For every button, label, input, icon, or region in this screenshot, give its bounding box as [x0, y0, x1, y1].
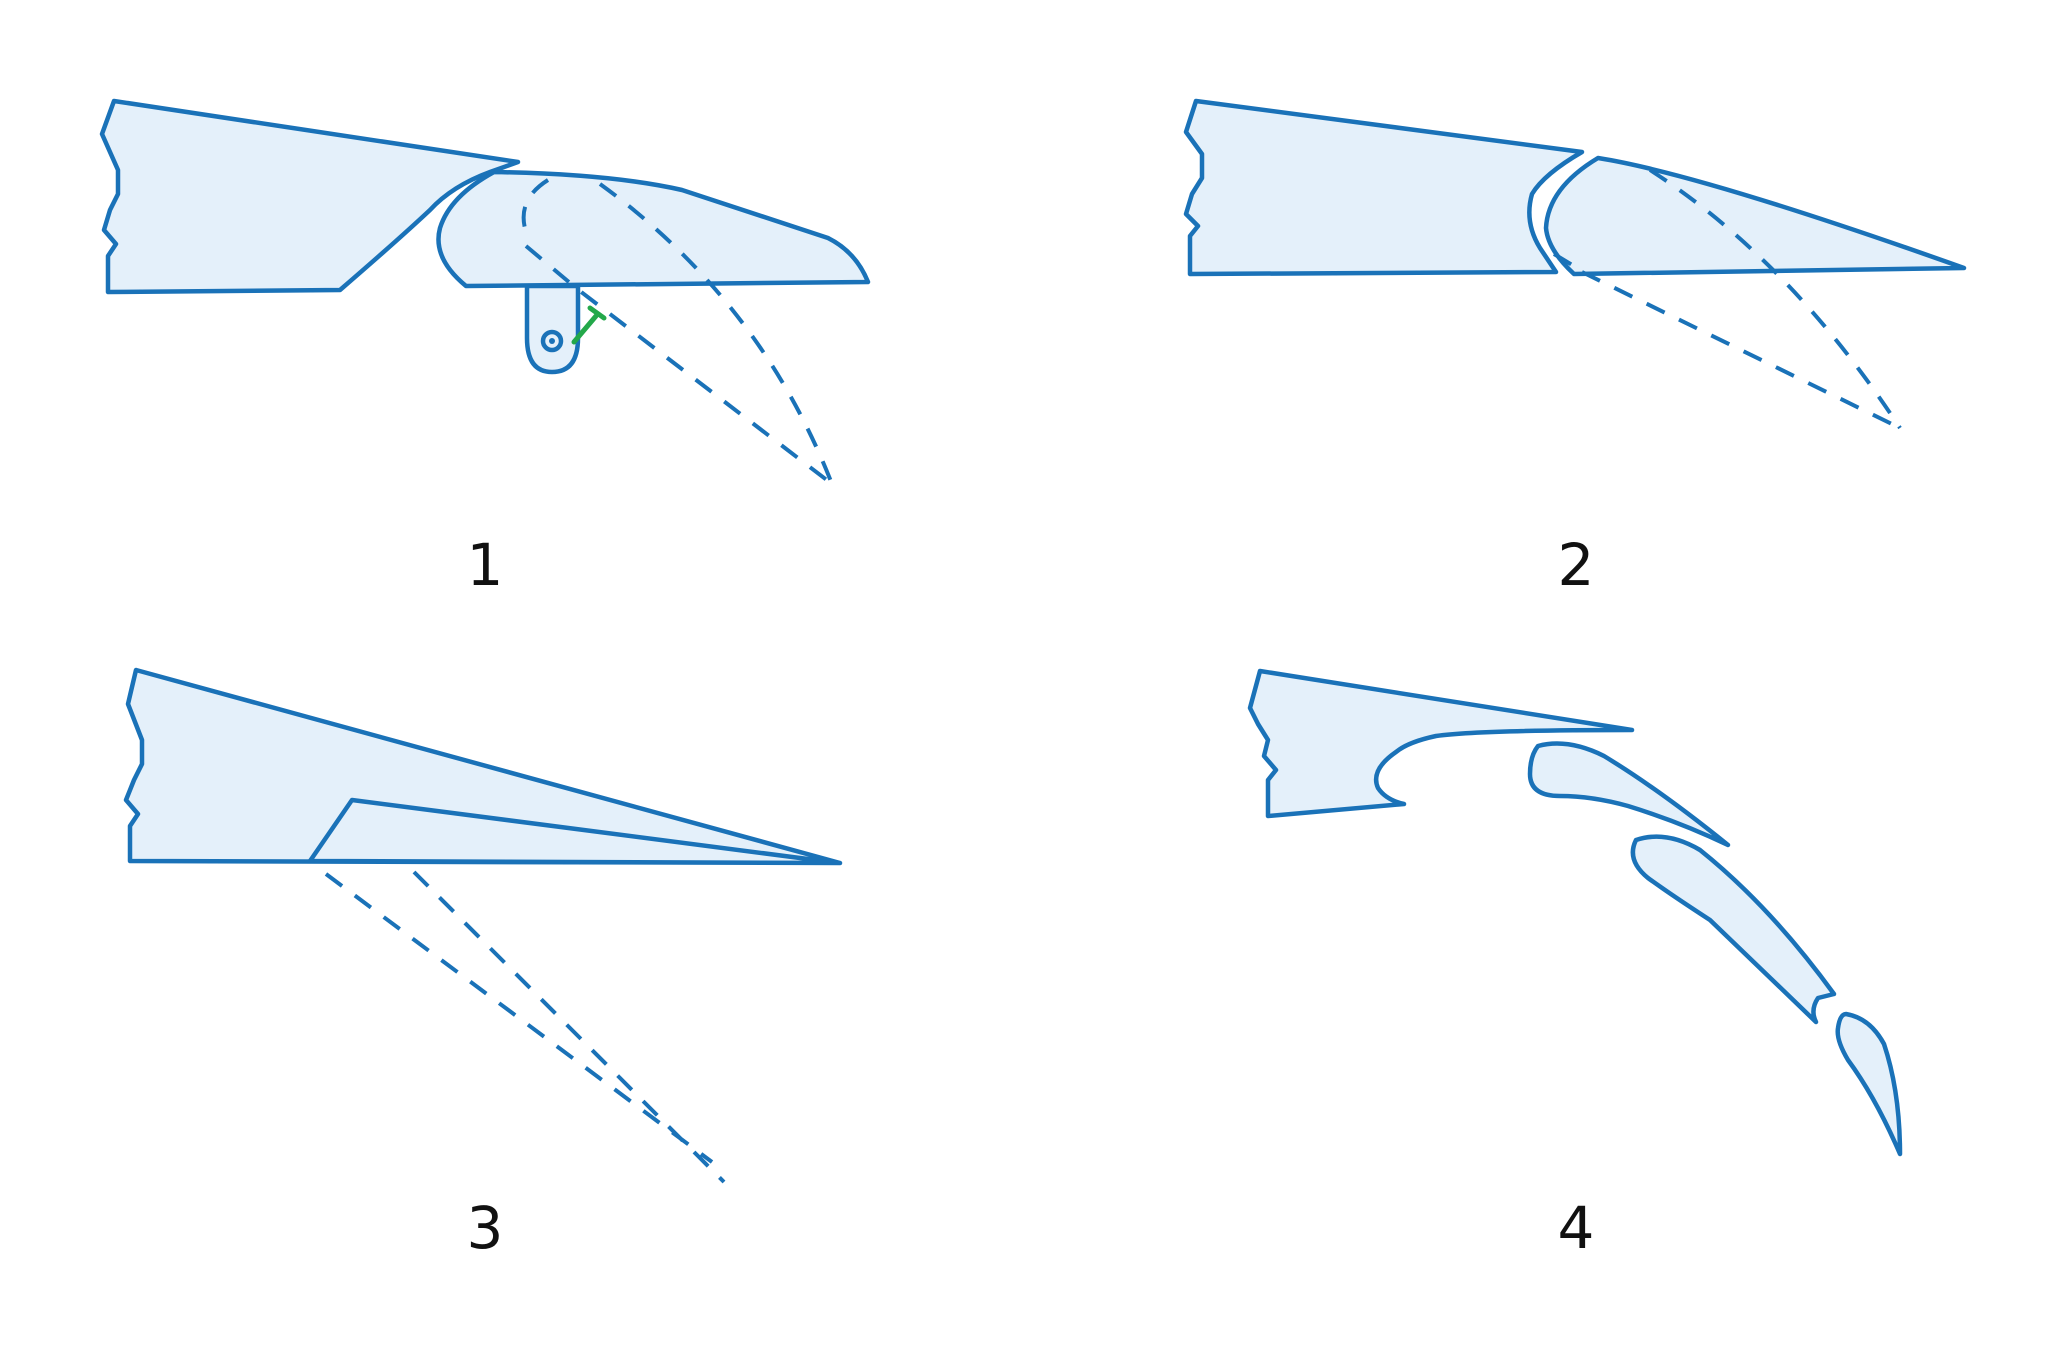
panel-2-flap — [1543, 155, 1967, 277]
panel-4-flap-segment-2 — [1630, 834, 1837, 1025]
panel-3 — [123, 667, 843, 1184]
panel-1-deflected-flap-outline — [521, 178, 834, 486]
panel-1-hinge-bracket — [524, 283, 581, 375]
panel-2 — [1183, 98, 1967, 430]
panel-4-number: 4 — [1558, 1194, 1595, 1262]
panel-2-deflected-flap-outline — [1552, 168, 1902, 430]
panel-4 — [1247, 668, 1903, 1157]
panel-2-wing-body — [1183, 98, 1585, 277]
panel-1-hinge-pin — [540, 329, 564, 353]
panel-1 — [99, 98, 871, 486]
panel-1-flap — [436, 169, 871, 289]
panel-4-flap-segment-3 — [1835, 1011, 1903, 1157]
panel-3-number: 3 — [467, 1194, 504, 1262]
panel-3-deflected-flap-outline — [324, 870, 726, 1184]
panel-1-wing-body — [99, 98, 521, 295]
panel-2-number: 2 — [1558, 531, 1595, 599]
panel-1-number: 1 — [467, 531, 504, 599]
panel-4-wing-body — [1247, 668, 1635, 819]
panel-1-hinge-spring — [571, 305, 607, 345]
panel-4-flap-segment-1 — [1527, 741, 1731, 848]
panel-1-hinge-pin-center — [549, 338, 555, 344]
panel-3-wing-body — [123, 667, 843, 866]
